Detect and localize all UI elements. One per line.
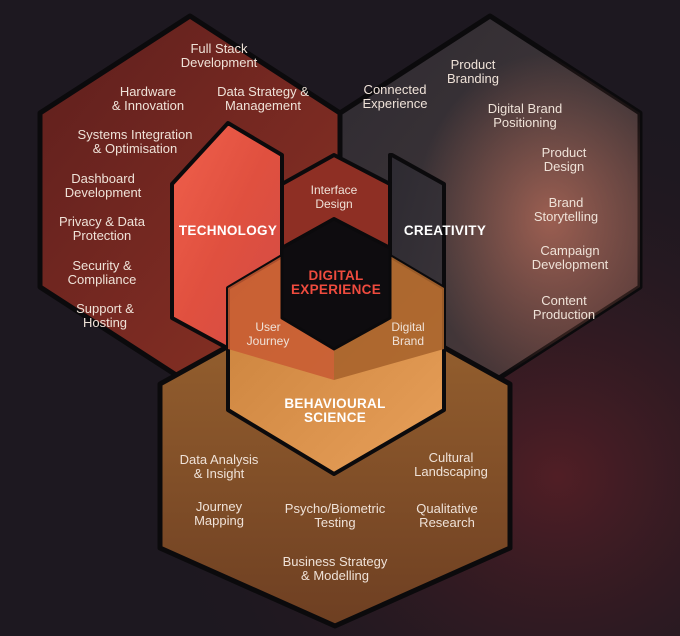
creativity-item: Product Branding (446, 57, 500, 86)
creativity-item: Content Production (532, 293, 596, 322)
overlap-digital-brand: Digital Brand (391, 320, 425, 348)
behavioural-item: Journey Mapping (194, 499, 244, 528)
technology-title: TECHNOLOGY (178, 223, 278, 238)
technology-item: Support & Hosting (76, 301, 134, 330)
technology-item: Dashboard Development (64, 171, 142, 200)
right-overlap-region (334, 256, 444, 380)
center-title: DIGITAL EXPERIENCE (290, 268, 382, 297)
technology-item: Hardware & Innovation (111, 84, 185, 113)
behavioural-item: Data Analysis & Insight (179, 452, 259, 481)
technology-item: Privacy & Data Protection (59, 214, 145, 243)
core-hexagon (280, 217, 392, 351)
overlap-interface-design: Interface Design (310, 183, 358, 211)
technology-item: Systems Integration & Optimisation (77, 127, 193, 156)
creativity-item: Digital Brand Positioning (487, 101, 563, 130)
creativity-item: Product Design (541, 145, 587, 174)
technology-item: Full Stack Development (180, 41, 258, 70)
creativity-title: CREATIVITY (403, 223, 487, 238)
behavioural-science-title: BEHAVIOURAL SCIENCE (284, 396, 386, 425)
technology-item: Data Strategy & Management (217, 84, 309, 113)
creativity-item: Campaign Development (531, 243, 609, 272)
overlap-user-journey: User Journey (246, 320, 290, 348)
behavioural-item: Psycho/Biometric Testing (284, 501, 386, 530)
technology-item: Security & Compliance (67, 258, 137, 287)
behavioural-item: Cultural Landscaping (414, 450, 488, 479)
creativity-item: Brand Storytelling (533, 195, 599, 224)
behavioural-item: Business Strategy & Modelling (282, 554, 388, 583)
behavioural-item: Qualitative Research (416, 501, 478, 530)
creativity-item: Connected Experience (362, 82, 428, 111)
